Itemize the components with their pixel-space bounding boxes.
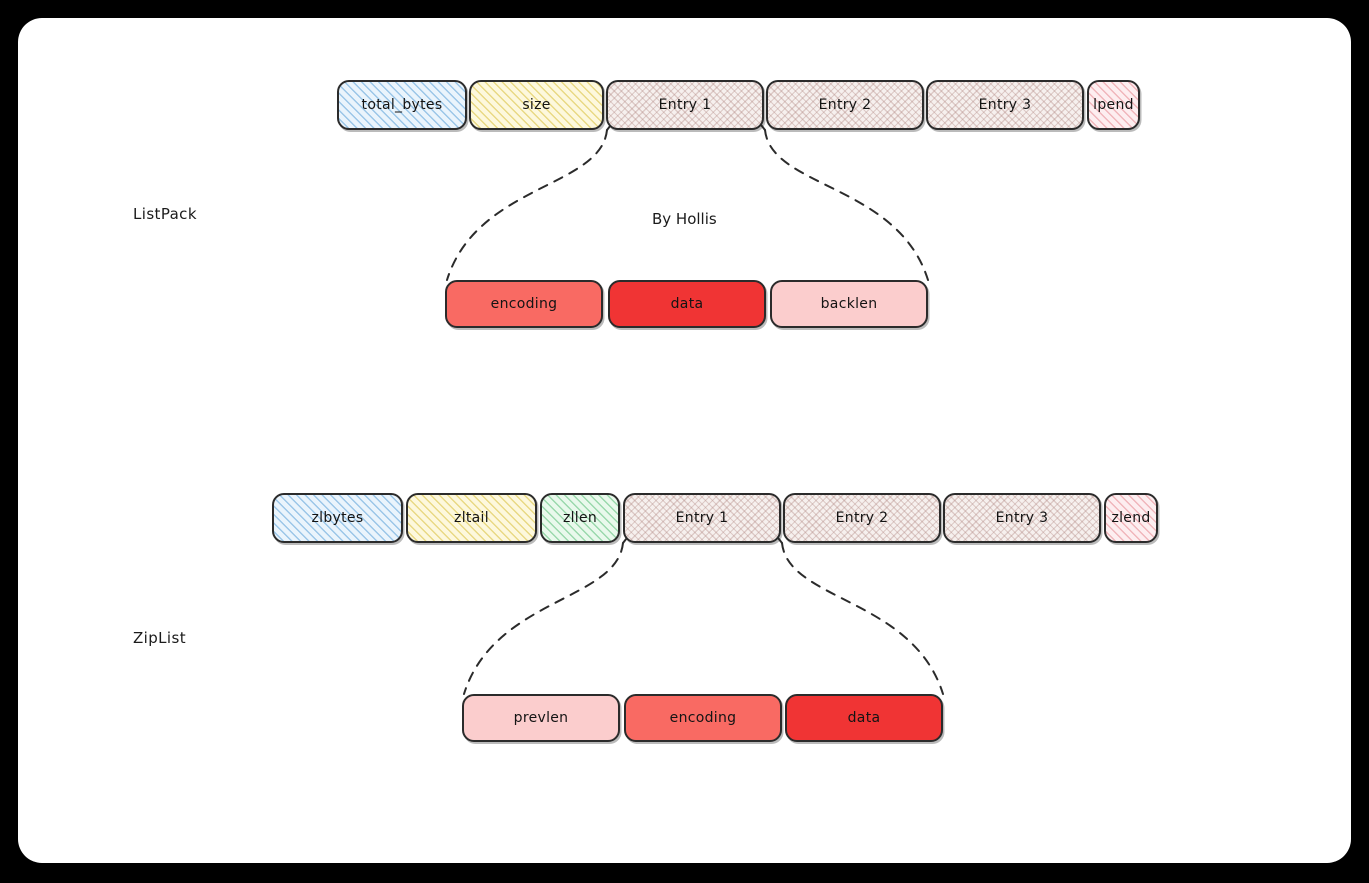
- listpack-header-box-1: size: [469, 80, 604, 130]
- section-label-ziplist: ZipList: [133, 629, 186, 647]
- listpack-header-box-0: total_bytes: [337, 80, 467, 130]
- ziplist-header-box-6: zlend: [1104, 493, 1158, 543]
- listpack-detail-box-2: backlen: [770, 280, 928, 328]
- ziplist-connector-0: [463, 542, 624, 695]
- byline-text: By Hollis: [652, 210, 717, 228]
- ziplist-header-box-5: Entry 3: [943, 493, 1101, 543]
- box-label: zllen: [562, 510, 598, 526]
- listpack-connector-1: [764, 129, 929, 281]
- box-label: Entry 3: [995, 510, 1049, 526]
- box-label: zltail: [454, 510, 489, 526]
- box-label: data: [670, 296, 704, 312]
- ziplist-header-box-0: zlbytes: [272, 493, 403, 543]
- ziplist-header-box-2: zllen: [540, 493, 620, 543]
- ziplist-header-box-1: zltail: [406, 493, 537, 543]
- box-label: Entry 2: [835, 510, 889, 526]
- box-label: total_bytes: [361, 97, 443, 113]
- box-label: Entry 2: [818, 97, 872, 113]
- listpack-detail-box-1: data: [608, 280, 766, 328]
- box-label: lpend: [1093, 97, 1134, 113]
- box-label: encoding: [669, 710, 737, 726]
- ziplist-detail-box-0: prevlen: [462, 694, 620, 742]
- listpack-header-box-2: Entry 1: [606, 80, 764, 130]
- box-label: Entry 1: [675, 510, 729, 526]
- section-label-listpack: ListPack: [133, 205, 197, 223]
- listpack-header-box-4: Entry 3: [926, 80, 1084, 130]
- box-label: zlend: [1111, 510, 1151, 526]
- box-label: Entry 3: [978, 97, 1032, 113]
- ziplist-header-box-3: Entry 1: [623, 493, 781, 543]
- box-label: Entry 1: [658, 97, 712, 113]
- listpack-detail-box-0: encoding: [445, 280, 603, 328]
- ziplist-header-box-4: Entry 2: [783, 493, 941, 543]
- box-label: data: [847, 710, 881, 726]
- listpack-connector-0: [446, 129, 608, 281]
- ziplist-detail-box-2: data: [785, 694, 943, 742]
- ziplist-detail-box-1: encoding: [624, 694, 782, 742]
- box-label: backlen: [820, 296, 878, 312]
- box-label: zlbytes: [311, 510, 364, 526]
- ziplist-connector-1: [781, 542, 944, 695]
- box-label: size: [522, 97, 551, 113]
- listpack-header-box-3: Entry 2: [766, 80, 924, 130]
- box-label: encoding: [490, 296, 558, 312]
- box-label: prevlen: [513, 710, 569, 726]
- listpack-header-box-5: lpend: [1087, 80, 1140, 130]
